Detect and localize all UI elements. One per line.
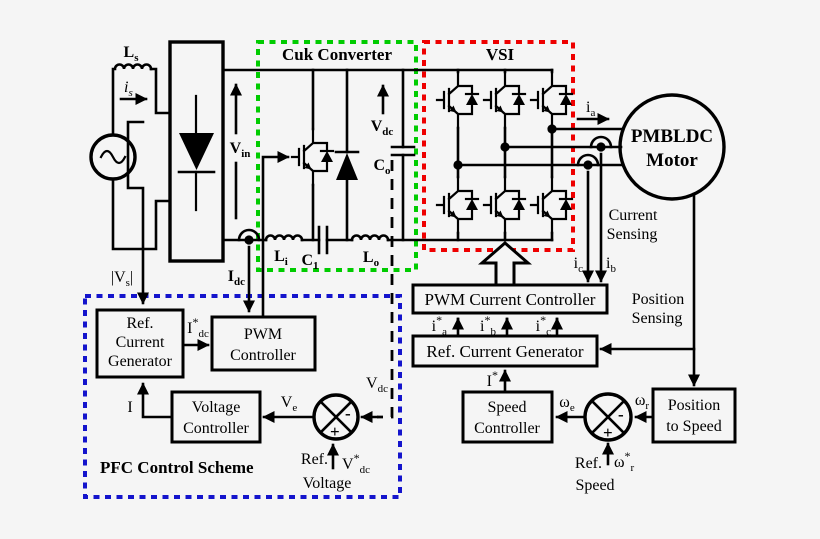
label-current-sensing-2: Sensing [607, 226, 658, 243]
freewheel-diode-icon [336, 153, 358, 180]
lo-inductor [350, 234, 390, 242]
gate-signals-arrow [477, 241, 533, 287]
label-position-sensing-2: Sensing [632, 310, 683, 327]
label-co: Co [373, 157, 391, 177]
label-ref-voltage-1: Ref. [301, 451, 328, 468]
motor-label-1: PMBLDC [631, 126, 713, 147]
igbt-switch-icon [290, 127, 335, 187]
pfc-rcg-label-1: Ref. [126, 315, 153, 332]
pfc-control-region [83, 294, 402, 499]
label-ref-speed-2: Speed [575, 477, 614, 494]
i-feedback-line [137, 382, 174, 419]
label-vin: Vin [230, 140, 251, 160]
label-omega-r-ref: ω*r [614, 449, 635, 474]
position-to-speed-label-1: Position [668, 397, 720, 414]
label-ia: ia [586, 99, 595, 119]
igbt-icon [435, 175, 480, 235]
position-to-speed-label-2: to Speed [666, 418, 722, 435]
label-c1: C1 [301, 252, 318, 272]
pfc-rcg-label-3: Generator [108, 353, 173, 370]
plus-sign: + [330, 422, 340, 441]
phase-c-current-sensor [576, 153, 600, 171]
label-is: is [124, 79, 133, 99]
label-idc-ref: I*dc [187, 315, 209, 340]
minus-sign: - [345, 404, 351, 423]
pwm-current-controller-label: PWM Current Controller [425, 290, 596, 309]
ref-current-generator-label: Ref. Current Generator [426, 342, 584, 361]
pfc-title: PFC Control Scheme [100, 458, 254, 477]
cuk-converter-region [256, 40, 418, 272]
cuk-converter [264, 68, 416, 255]
bridge-rectifier [168, 40, 225, 263]
pwm-controller-label-2: Controller [230, 347, 296, 364]
label-omega-e: ωe [559, 394, 575, 414]
label-ic: ic [574, 255, 583, 275]
label-ib: ib [606, 255, 616, 275]
pfc-summing-junction: + - [312, 393, 360, 441]
plus-sign: + [603, 423, 613, 442]
label-i-ref: I* [487, 368, 498, 390]
label-li: Li [274, 248, 288, 268]
label-ve: Ve [281, 394, 298, 414]
voltage-controller-label-1: Voltage [192, 399, 241, 416]
diode-icon [179, 133, 214, 170]
li-inductor [264, 234, 304, 242]
label-omega-r: ωr [635, 392, 650, 412]
minus-sign: - [618, 405, 624, 424]
c1-capacitor [317, 225, 329, 255]
label-vdc-ref: V*dc [342, 451, 370, 476]
voltage-controller-label-2: Controller [183, 420, 249, 437]
igbt-icon [529, 70, 574, 130]
label-ib-ref: i*b [480, 313, 496, 338]
vs-sense-line [126, 120, 149, 305]
label-i-feedback: I [127, 399, 132, 416]
igbt-icon [435, 70, 480, 130]
label-ref-speed-1: Ref. [575, 455, 602, 472]
pfc-rcg-label-2: Current [116, 334, 165, 351]
label-lo: Lo [363, 249, 380, 269]
igbt-icon [482, 70, 527, 130]
speed-controller-box [461, 390, 554, 444]
label-ic-ref: i*c [536, 313, 551, 338]
vsi-bridge [435, 68, 574, 242]
pfc-ref-current-generator-box [95, 308, 185, 379]
label-ia-ref: i*a [432, 313, 447, 338]
pwm-current-controller-box [411, 283, 609, 315]
position-to-speed-box [651, 387, 737, 444]
label-vdc-sense: Vdc [366, 375, 388, 395]
igbt-icon [482, 175, 527, 235]
voltage-controller-box [170, 390, 262, 444]
label-ref-voltage-2: Voltage [303, 475, 352, 492]
cuk-title: Cuk Converter [282, 45, 392, 64]
pwm-controller-box [210, 315, 317, 372]
co-capacitor [390, 145, 416, 157]
label-idc: Idc [228, 268, 245, 288]
vsi-title: VSI [486, 45, 515, 64]
motor-label-2: Motor [646, 150, 698, 171]
pmbldc-motor: PMBLDC Motor [618, 93, 726, 201]
phase-b-current-sensor [589, 135, 613, 153]
gate-drive-line [261, 151, 290, 319]
label-vdc: Vdc [371, 118, 394, 138]
label-position-sensing-1: Position [632, 291, 684, 308]
pwm-controller-label-1: PWM [244, 326, 282, 343]
label-current-sensing-1: Current [609, 207, 658, 224]
ref-current-generator-box [411, 334, 599, 368]
label-ls: Ls [124, 44, 140, 64]
speed-summing-junction: + - [583, 392, 633, 442]
igbt-icon [529, 175, 574, 235]
ls-inductor [113, 63, 153, 71]
source-wiring [111, 63, 172, 251]
speed-controller-label-2: Controller [474, 420, 540, 437]
sine-wave-icon [99, 149, 127, 165]
label-vs: |Vs| [111, 269, 133, 289]
speed-controller-label-1: Speed [487, 399, 526, 416]
vdc-sense-dashed-line [377, 160, 394, 419]
